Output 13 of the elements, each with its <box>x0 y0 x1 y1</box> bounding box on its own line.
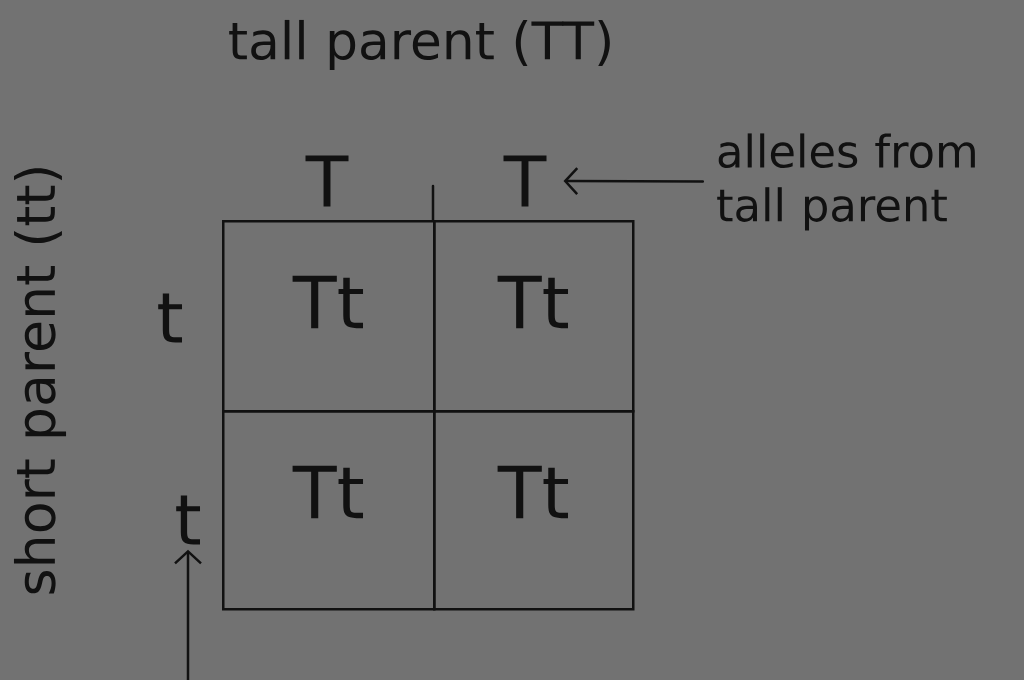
punnett-cell: Tt <box>433 220 635 413</box>
arrow <box>563 167 705 195</box>
handwritten-label: tall parent (TT) <box>229 19 610 71</box>
arrow <box>174 549 202 680</box>
punnett-cell: Tt <box>222 220 436 413</box>
punnett-cell: Tt <box>433 410 635 611</box>
note-text: alleles from tall parent <box>717 133 975 231</box>
allele-letter: t <box>176 495 200 545</box>
handwritten-label: short parent (tt) <box>14 168 67 594</box>
allele-letter: T <box>305 155 349 207</box>
punnett-cell: Tt <box>222 410 436 611</box>
allele-letter: t <box>158 293 182 343</box>
allele-letter: T <box>503 155 547 207</box>
